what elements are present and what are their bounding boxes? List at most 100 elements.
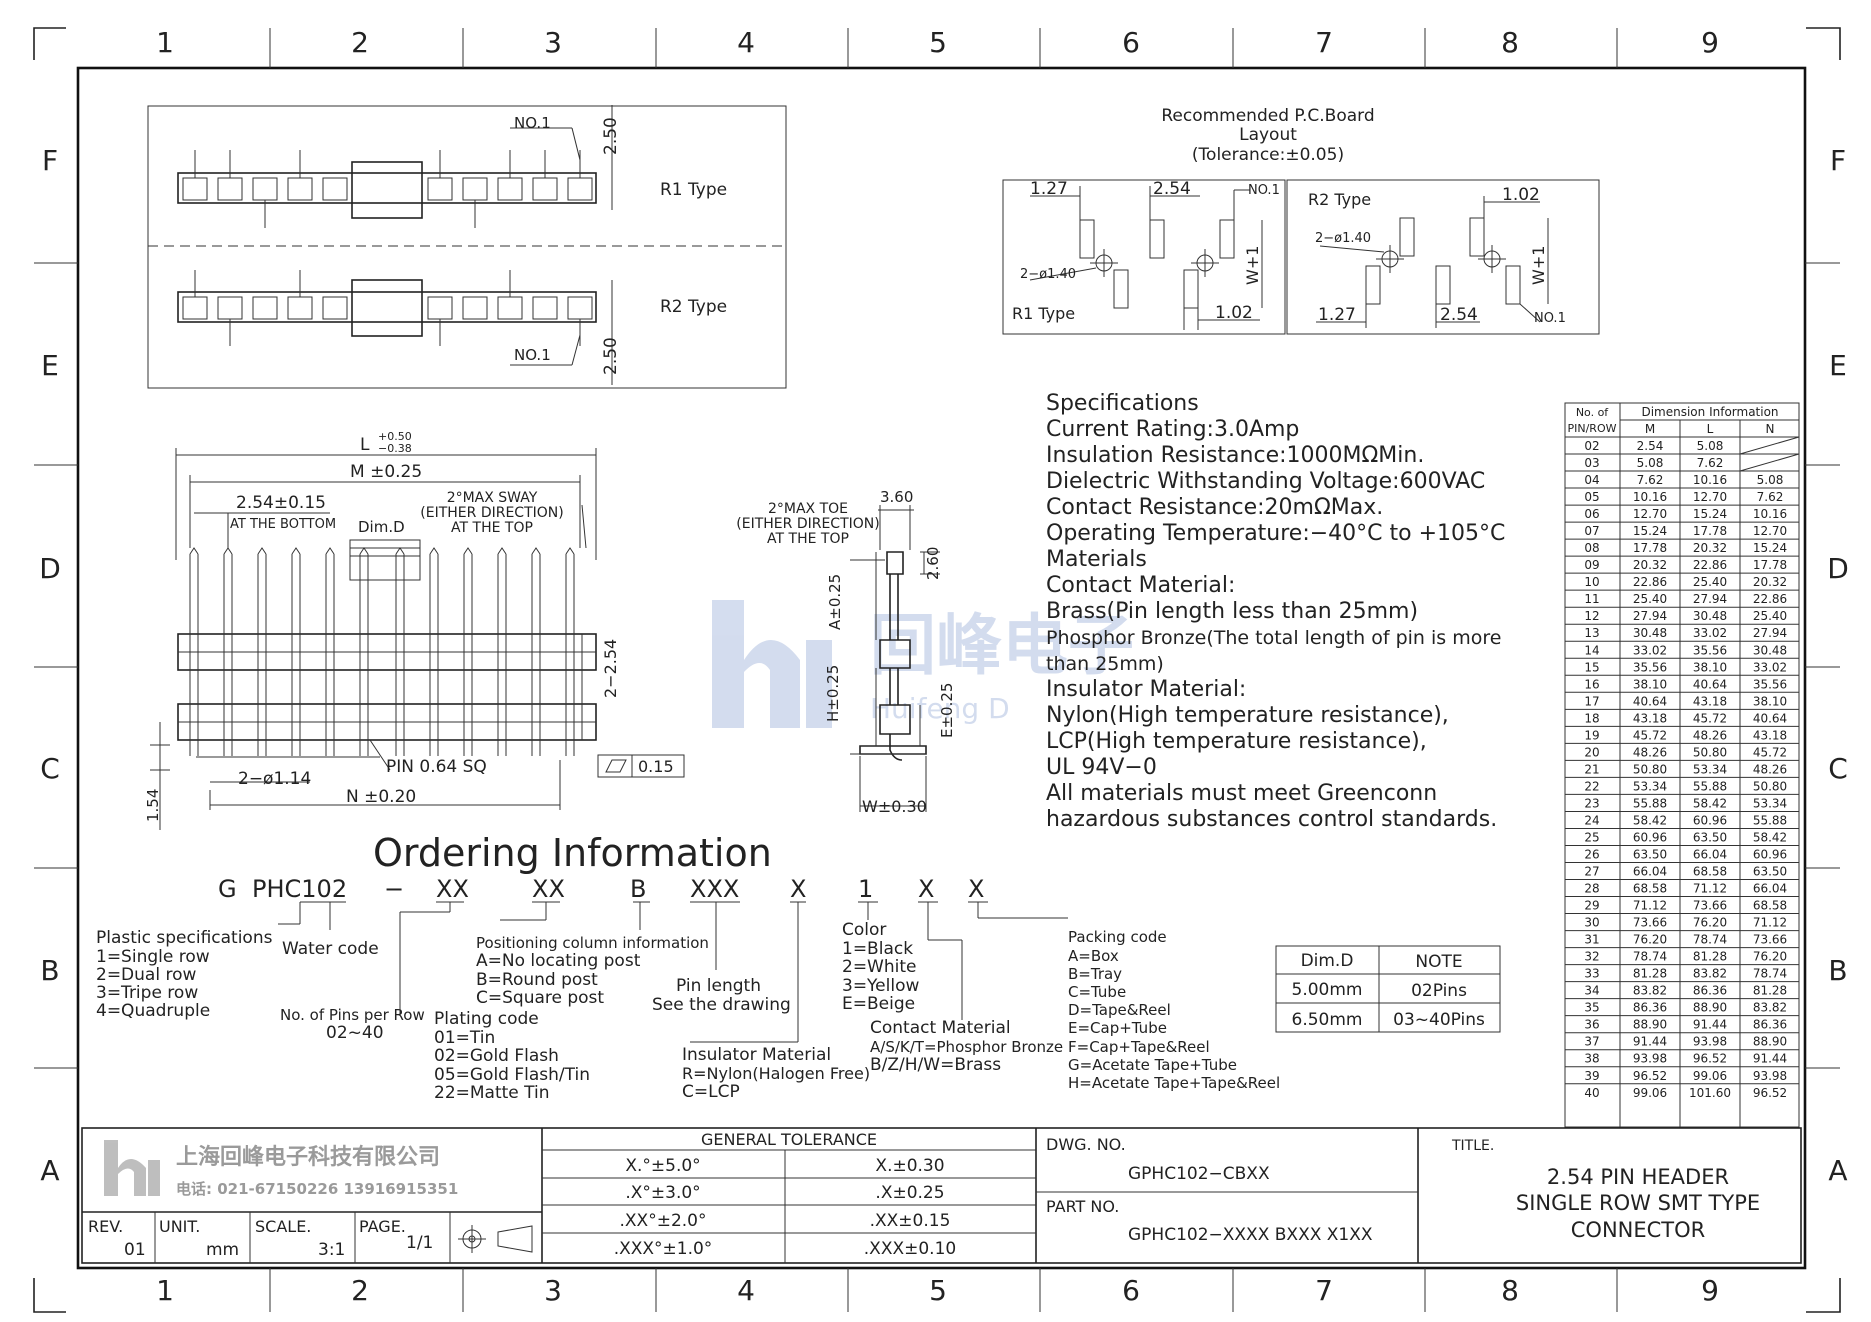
table-cell-pins: 29 xyxy=(1584,899,1599,913)
dim-360: 3.60 xyxy=(880,488,913,506)
table-cell-pins: 06 xyxy=(1584,507,1599,521)
table-cell-N: 83.82 xyxy=(1753,1001,1787,1015)
table-cell-pins: 03 xyxy=(1584,456,1599,470)
r1-type-label: R1 Type xyxy=(660,180,727,200)
row-left-E: E xyxy=(41,349,59,382)
col-top-6: 6 xyxy=(1122,26,1140,59)
table-cell-M: 99.06 xyxy=(1633,1086,1667,1100)
spec-line-15: All materials must meet Greenconn xyxy=(1046,781,1437,806)
table-cell-M: 10.16 xyxy=(1633,490,1667,504)
table-cell-pins: 33 xyxy=(1584,967,1599,981)
table-cell-N: 22.86 xyxy=(1753,592,1787,606)
table-cell-M: 35.56 xyxy=(1633,660,1667,674)
table-cell-pins: 12 xyxy=(1584,609,1599,623)
dim-H: H±0.25 xyxy=(824,665,842,722)
positioning-1: A=No locating post xyxy=(476,951,641,971)
front-view: L +0.50 −0.38 M ±0.25 2.54±0.15 AT THE B… xyxy=(144,430,685,830)
tol-angle-0: X.°±5.0° xyxy=(625,1156,700,1176)
table-cell-pins: 40 xyxy=(1584,1086,1599,1100)
r2-no1-label: NO.1 xyxy=(514,346,551,364)
packing-7: G=Acetate Tape+Tube xyxy=(1068,1056,1237,1074)
watermark-text: 回峰电子 xyxy=(870,607,1134,684)
ordering-title: Ordering Information xyxy=(373,831,772,875)
r2-header-outline xyxy=(177,279,597,337)
dim-D-label: Dim.D xyxy=(358,518,405,536)
table-cell-pins: 22 xyxy=(1584,779,1599,793)
col-top-3: 3 xyxy=(544,26,562,59)
r1-pcb-w1: W+1 xyxy=(1243,246,1262,285)
pcb-layout: Recommended P.C.Board Layout (Tolerance:… xyxy=(1002,106,1600,335)
table-cell-M: 71.12 xyxy=(1633,899,1667,913)
table-cell-N: 93.98 xyxy=(1753,1069,1787,1083)
table-cell-L: 88.90 xyxy=(1693,1001,1727,1015)
pins-row-1: 02~40 xyxy=(326,1023,384,1043)
packing-5: E=Cap+Tube xyxy=(1068,1019,1167,1037)
tol-linear-1: .X±0.25 xyxy=(875,1183,944,1203)
col-bottom-1: 1 xyxy=(156,1274,174,1307)
table-cell-L: 20.32 xyxy=(1693,541,1727,555)
table-cell-pins: 34 xyxy=(1584,984,1599,998)
dimd-r1-c1: 03~40Pins xyxy=(1393,1010,1485,1030)
color-1: 1=Black xyxy=(842,939,913,959)
table-cell-L: 63.50 xyxy=(1693,830,1727,844)
rev-label: REV. xyxy=(88,1217,123,1236)
color-4: E=Beige xyxy=(842,994,915,1014)
table-cell-pins: 25 xyxy=(1584,830,1599,844)
table-cell-M: 86.36 xyxy=(1633,1001,1667,1015)
color-2: 2=White xyxy=(842,957,917,977)
table-cell-L: 50.80 xyxy=(1693,745,1727,759)
table-cell-pins: 07 xyxy=(1584,524,1599,538)
table-cell-L: 30.48 xyxy=(1693,609,1727,623)
col-bottom-8: 8 xyxy=(1501,1274,1519,1307)
table-cell-M: 50.80 xyxy=(1633,762,1667,776)
table-cell-N: 63.50 xyxy=(1753,865,1787,879)
table-cell-N: 81.28 xyxy=(1753,984,1787,998)
table-cell-N: 25.40 xyxy=(1753,609,1787,623)
tol-linear-3: .XXX±0.10 xyxy=(864,1239,956,1259)
dim-N: N ±0.20 xyxy=(346,787,416,807)
table-cell-pins: 13 xyxy=(1584,626,1599,640)
spec-line-8: Brass(Pin length less than 25mm) xyxy=(1046,599,1418,624)
col-top-2: 2 xyxy=(351,26,369,59)
color-3: 3=Yellow xyxy=(842,976,919,996)
table-cell-M: 25.40 xyxy=(1633,592,1667,606)
table-cell-N: 73.66 xyxy=(1753,933,1787,947)
code-color: 1 xyxy=(858,875,873,903)
packing-1: A=Box xyxy=(1068,947,1119,965)
packing-4: D=Tape&Reel xyxy=(1068,1001,1171,1019)
rev-value: 01 xyxy=(124,1240,146,1260)
plating-0: Plating code xyxy=(434,1009,539,1029)
row-right-C: C xyxy=(1828,752,1848,785)
table-cell-N: 78.74 xyxy=(1753,967,1787,981)
table-cell-M: 93.98 xyxy=(1633,1052,1667,1066)
table-cell-L: 66.04 xyxy=(1693,848,1727,862)
row-left-D: D xyxy=(39,552,61,585)
table-cell-L: 83.82 xyxy=(1693,967,1727,981)
sway-note-1: 2°MAX SWAY xyxy=(447,490,538,506)
table-head-no: No. of xyxy=(1576,406,1609,419)
table-cell-M: 33.02 xyxy=(1633,643,1667,657)
col-top-1: 1 xyxy=(156,26,174,59)
table-cell-M: 22.86 xyxy=(1633,575,1667,589)
plastic-2: 2=Dual row xyxy=(96,965,196,985)
dimd-r0-c1: 02Pins xyxy=(1411,981,1467,1001)
title-label: TITLE. xyxy=(1451,1138,1494,1154)
col-top-4: 4 xyxy=(737,26,755,59)
code-phc102: PHC102 xyxy=(252,875,347,903)
table-cell-L: 10.16 xyxy=(1693,473,1727,487)
tol-angle-2: .XX°±2.0° xyxy=(620,1211,707,1231)
spec-line-4: Contact Resistance:20mΩMax. xyxy=(1046,495,1383,520)
col-bottom-7: 7 xyxy=(1315,1274,1333,1307)
company-name: 上海回峰电子科技有限公司 xyxy=(176,1144,440,1170)
table-cell-N: 7.62 xyxy=(1757,490,1784,504)
dim-pitch: 2.54±0.15 xyxy=(236,493,326,513)
dimd-head-1: NOTE xyxy=(1415,952,1462,972)
title-line-2: SINGLE ROW SMT TYPE xyxy=(1516,1191,1760,1215)
dwg-label: DWG. NO. xyxy=(1046,1135,1126,1154)
table-cell-N: 48.26 xyxy=(1753,762,1787,776)
table-cell-pins: 38 xyxy=(1584,1052,1599,1066)
r2-pcb-254: 2.54 xyxy=(1440,305,1478,325)
dimension-table: No. of PIN/ROW Dimension Information M L… xyxy=(1564,402,1800,1128)
table-col-M: M xyxy=(1645,422,1655,436)
row-index: F E D C B A F E D C B A xyxy=(39,144,1849,1187)
